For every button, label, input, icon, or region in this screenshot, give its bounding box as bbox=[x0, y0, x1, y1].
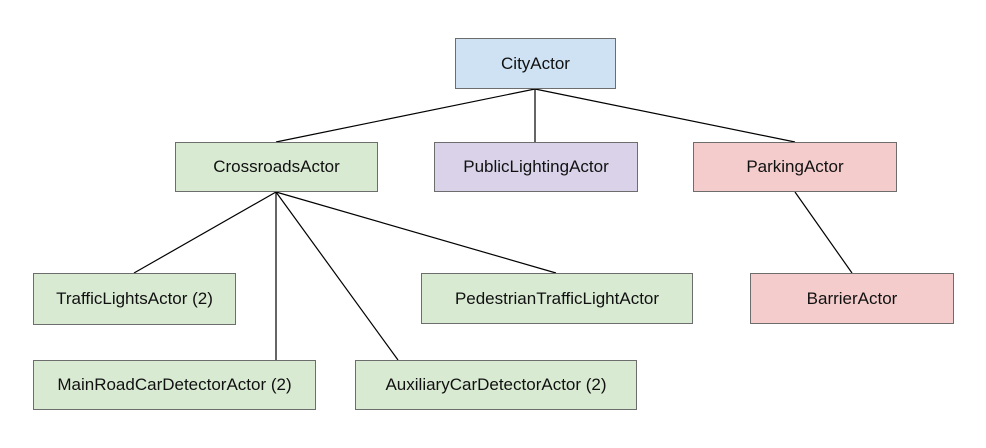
node-auxiliary-car-detector-actor: AuxiliaryCarDetectorActor (2) bbox=[355, 360, 637, 410]
edge-crossroads-traffic-lights bbox=[133, 191, 277, 274]
edge-parking-barrier bbox=[794, 191, 853, 274]
edge-city-parking bbox=[534, 88, 796, 143]
node-pedestrian-traffic-light-actor: PedestrianTrafficLightActor bbox=[421, 273, 693, 324]
node-main-road-car-detector-actor: MainRoadCarDetectorActor (2) bbox=[33, 360, 316, 410]
node-crossroads-actor: CrossroadsActor bbox=[175, 142, 378, 192]
edge-crossroads-auxiliary bbox=[275, 191, 399, 361]
node-city-actor: CityActor bbox=[455, 38, 616, 89]
edge-city-crossroads bbox=[275, 88, 536, 143]
node-barrier-actor: BarrierActor bbox=[750, 273, 954, 324]
node-parking-actor: ParkingActor bbox=[693, 142, 897, 192]
node-public-lighting-actor: PublicLightingActor bbox=[434, 142, 638, 192]
edge-crossroads-pedestrian bbox=[275, 191, 557, 274]
node-traffic-lights-actor: TrafficLightsActor (2) bbox=[33, 273, 236, 325]
